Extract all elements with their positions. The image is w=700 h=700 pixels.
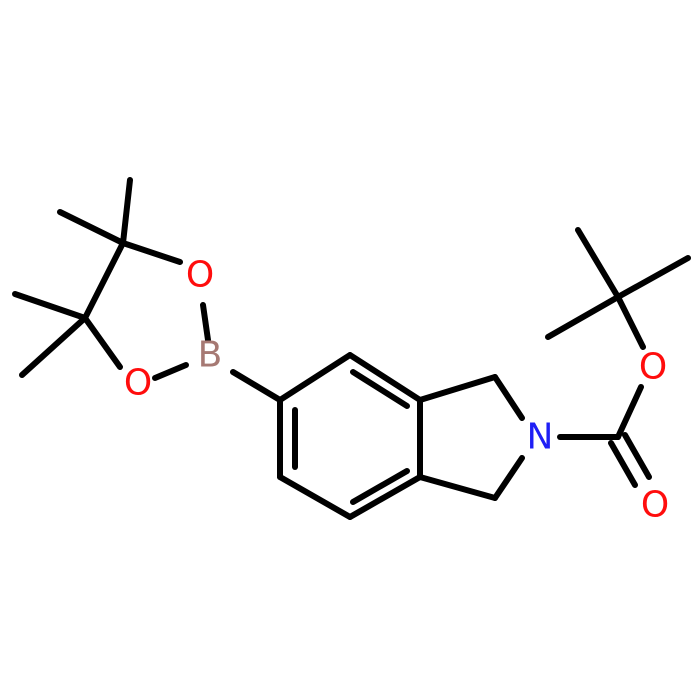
double-bond	[608, 440, 638, 488]
bond	[12, 291, 88, 321]
oxygen-atom-label-ring-bottom: O	[124, 363, 152, 404]
bond	[347, 474, 423, 520]
oxygen-atom-label-ring-top: O	[186, 255, 214, 296]
bond	[277, 474, 353, 520]
bond	[19, 315, 88, 378]
oxygen-atom-label-ester: O	[639, 347, 667, 388]
boron-atom-label: B	[198, 335, 223, 376]
bond	[230, 369, 283, 403]
bond	[575, 227, 621, 300]
bond	[152, 362, 189, 381]
bond	[82, 315, 123, 370]
bond	[492, 455, 525, 501]
bond	[615, 384, 644, 440]
bond	[417, 474, 498, 501]
bond-lines	[12, 177, 691, 520]
bond	[82, 240, 126, 321]
double-bond	[622, 432, 652, 480]
bond	[545, 294, 621, 340]
nitrogen-atom-label: N	[527, 417, 554, 458]
bond	[120, 177, 133, 246]
bond	[417, 374, 498, 403]
oxygen-atom-label-carbonyl: O	[641, 485, 669, 526]
double-bond-inner	[350, 369, 410, 409]
bond	[277, 352, 353, 403]
bond	[120, 240, 183, 265]
bond	[492, 374, 525, 421]
bond	[57, 209, 126, 246]
bond	[615, 294, 646, 350]
double-bond-inner	[350, 468, 410, 505]
bond	[615, 255, 691, 300]
atom-labels: B O O N O O	[124, 255, 669, 526]
bond	[200, 302, 211, 343]
bond	[347, 352, 423, 403]
